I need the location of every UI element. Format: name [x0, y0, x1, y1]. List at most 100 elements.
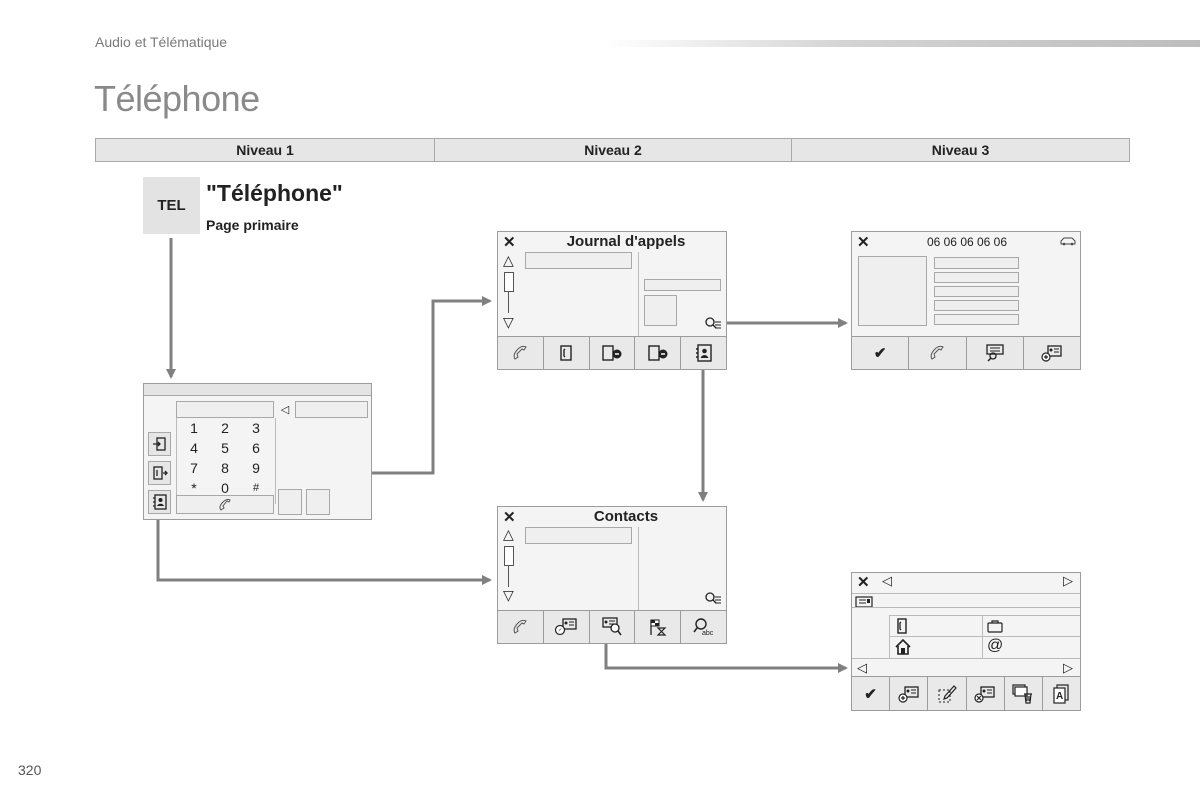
edit-contact-button[interactable] [928, 677, 967, 710]
handset-icon [930, 345, 945, 360]
contacts-divider [638, 527, 639, 611]
key-0[interactable]: 0 [221, 479, 229, 496]
level-2-label: Niveau 2 [435, 139, 792, 161]
close-icon[interactable]: ✕ [503, 234, 516, 251]
key-5[interactable]: 5 [221, 439, 229, 456]
incoming-calls-button[interactable] [590, 337, 636, 369]
confirm-button[interactable]: ✔ [852, 337, 910, 369]
address-book-icon [695, 344, 712, 362]
keypad-small-box-2 [306, 489, 330, 515]
card-rule-3 [889, 615, 1080, 616]
briefcase-icon [987, 619, 1003, 633]
card-rule-5 [852, 658, 1080, 659]
navigate-contact-icon [555, 618, 577, 636]
tel-button[interactable]: TEL [143, 177, 200, 234]
mobile-phone-icon [895, 618, 909, 634]
keypad-small-box-1 [278, 489, 302, 515]
key-7[interactable]: 7 [190, 459, 198, 476]
keypad-screen: ◁ 1 2 3 4 5 6 7 8 9 * 0 # [143, 383, 372, 520]
key-star[interactable]: * [191, 479, 197, 496]
remove-contact-icon [974, 685, 995, 703]
navigate-contact-button[interactable] [544, 611, 590, 643]
call-button[interactable] [909, 337, 967, 369]
keypad-field-right [295, 401, 368, 418]
confirm-button[interactable]: ✔ [852, 677, 891, 710]
contacts-button[interactable] [681, 337, 726, 369]
card-rule-4 [889, 636, 1080, 637]
scroll-up-icon[interactable]: △ [503, 526, 514, 542]
keypad-side-button-call-log[interactable] [148, 461, 171, 485]
search-list-icon[interactable] [704, 316, 722, 332]
key-6[interactable]: 6 [252, 439, 260, 456]
close-icon[interactable]: ✕ [857, 574, 870, 591]
key-3[interactable]: 3 [252, 419, 260, 436]
missed-calls-button[interactable] [635, 337, 682, 369]
contact-search-icon [985, 344, 1004, 362]
contact-search-icon [602, 617, 622, 636]
call-log-detail-field [644, 279, 721, 291]
key-9[interactable]: 9 [252, 459, 260, 476]
search-abc-button[interactable]: abc [681, 611, 726, 643]
scroll-thumb[interactable] [504, 546, 514, 566]
backspace-icon[interactable]: ◁ [280, 404, 290, 416]
contact-photo [858, 256, 927, 326]
contact-entry[interactable] [525, 527, 632, 544]
add-contact-button[interactable] [1024, 337, 1080, 369]
levels-header: Niveau 1 Niveau 2 Niveau 3 [95, 138, 1130, 162]
call-button[interactable] [498, 337, 544, 369]
next-icon[interactable]: ▷ [1063, 660, 1073, 675]
handset-icon [513, 345, 528, 360]
key-4[interactable]: 4 [190, 439, 198, 456]
call-log-icon [152, 466, 168, 480]
detail-field-1 [934, 257, 1019, 269]
delete-contacts-button[interactable] [1005, 677, 1043, 710]
call-log-title: Journal d'appels [566, 233, 686, 250]
view-contact-button[interactable] [967, 337, 1024, 369]
call-button[interactable] [498, 611, 544, 643]
key-hash[interactable]: # [252, 481, 260, 494]
scroll-up-icon[interactable]: △ [503, 252, 514, 268]
keypad-side-button-contacts[interactable] [148, 490, 171, 514]
sort-contacts-button[interactable]: A [1043, 677, 1080, 710]
keypad-side-button-enter[interactable] [148, 432, 171, 456]
favorites-button[interactable] [635, 611, 682, 643]
close-icon[interactable]: ✕ [857, 234, 870, 251]
next-icon[interactable]: ▷ [1063, 573, 1073, 588]
search-list-icon[interactable] [704, 591, 722, 607]
scroll-thumb[interactable] [504, 272, 514, 292]
remove-contact-button[interactable] [967, 677, 1005, 710]
previous-icon[interactable]: ◁ [857, 660, 867, 675]
view-contact-button[interactable] [590, 611, 636, 643]
call-log-entry[interactable] [525, 252, 632, 269]
detail-field-2 [934, 272, 1019, 283]
scroll-down-icon[interactable]: ▽ [503, 587, 514, 603]
scroll-track [508, 565, 509, 587]
page-number: 320 [18, 762, 42, 778]
previous-icon[interactable]: ◁ [882, 573, 892, 588]
handset-icon [513, 619, 528, 634]
sign-in-icon [152, 437, 166, 451]
all-calls-button[interactable] [544, 337, 590, 369]
check-icon: ✔ [873, 345, 887, 362]
handset-icon [219, 498, 231, 511]
svg-text:abc: abc [702, 630, 714, 637]
add-contact-icon [1041, 345, 1062, 362]
scroll-down-icon[interactable]: ▽ [503, 314, 514, 330]
keypad-call-button[interactable] [176, 495, 274, 514]
home-icon [895, 639, 911, 655]
detail-field-3 [934, 286, 1019, 297]
trash-cards-icon [1012, 683, 1033, 704]
incoming-call-icon [602, 345, 622, 361]
header-decorative-bar [605, 40, 1200, 47]
key-8[interactable]: 8 [221, 459, 229, 476]
add-contact-button[interactable] [890, 677, 929, 710]
key-1[interactable]: 1 [190, 419, 198, 436]
call-log-photo [644, 295, 677, 326]
number-input[interactable] [176, 401, 274, 418]
card-rule-top [852, 593, 1080, 594]
key-2[interactable]: 2 [221, 419, 229, 436]
contacts-title: Contacts [593, 508, 659, 525]
check-icon: ✔ [864, 685, 877, 703]
close-icon[interactable]: ✕ [503, 509, 516, 526]
edit-icon [938, 684, 957, 702]
